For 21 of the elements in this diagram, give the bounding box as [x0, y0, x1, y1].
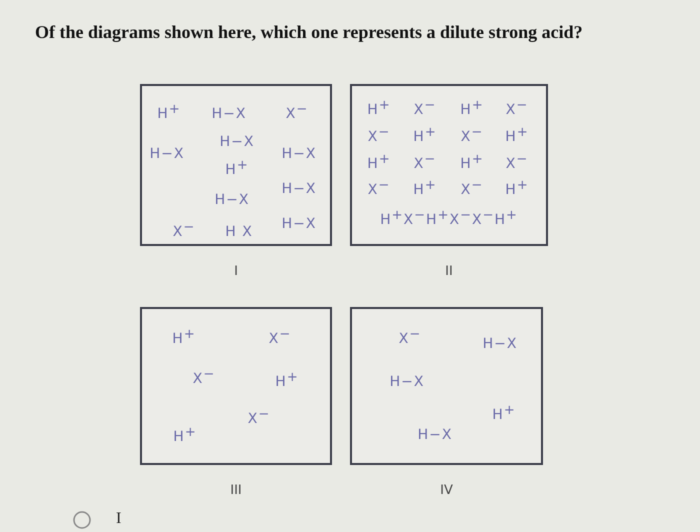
particle-label: H−X	[214, 192, 250, 208]
diagram-panel	[350, 84, 548, 246]
panel-numeral: IV	[440, 483, 453, 498]
panel-numeral: I	[234, 264, 238, 279]
particle-label: H−X	[282, 181, 316, 197]
diagram-panel	[140, 84, 332, 246]
particle-label: H−X	[220, 134, 254, 150]
particle-label: H−X	[418, 427, 452, 443]
panel-numeral: II	[445, 264, 453, 279]
choice-label: I	[116, 510, 122, 528]
diagram-panel	[140, 307, 332, 465]
particle-label: H X	[225, 224, 253, 240]
question-text: Of the diagrams shown here, which one represents a dilute strong acid?	[35, 22, 583, 43]
particle-label: H−X	[150, 146, 184, 162]
particle-label: H−X	[390, 374, 424, 390]
particle-label: H−X	[282, 146, 316, 162]
panel-numeral: III	[230, 483, 242, 498]
particle-label: H−X	[282, 216, 316, 232]
particle-label: H−X	[212, 106, 246, 122]
diagram-panel	[350, 307, 543, 465]
particle-label: H−X	[482, 336, 518, 352]
